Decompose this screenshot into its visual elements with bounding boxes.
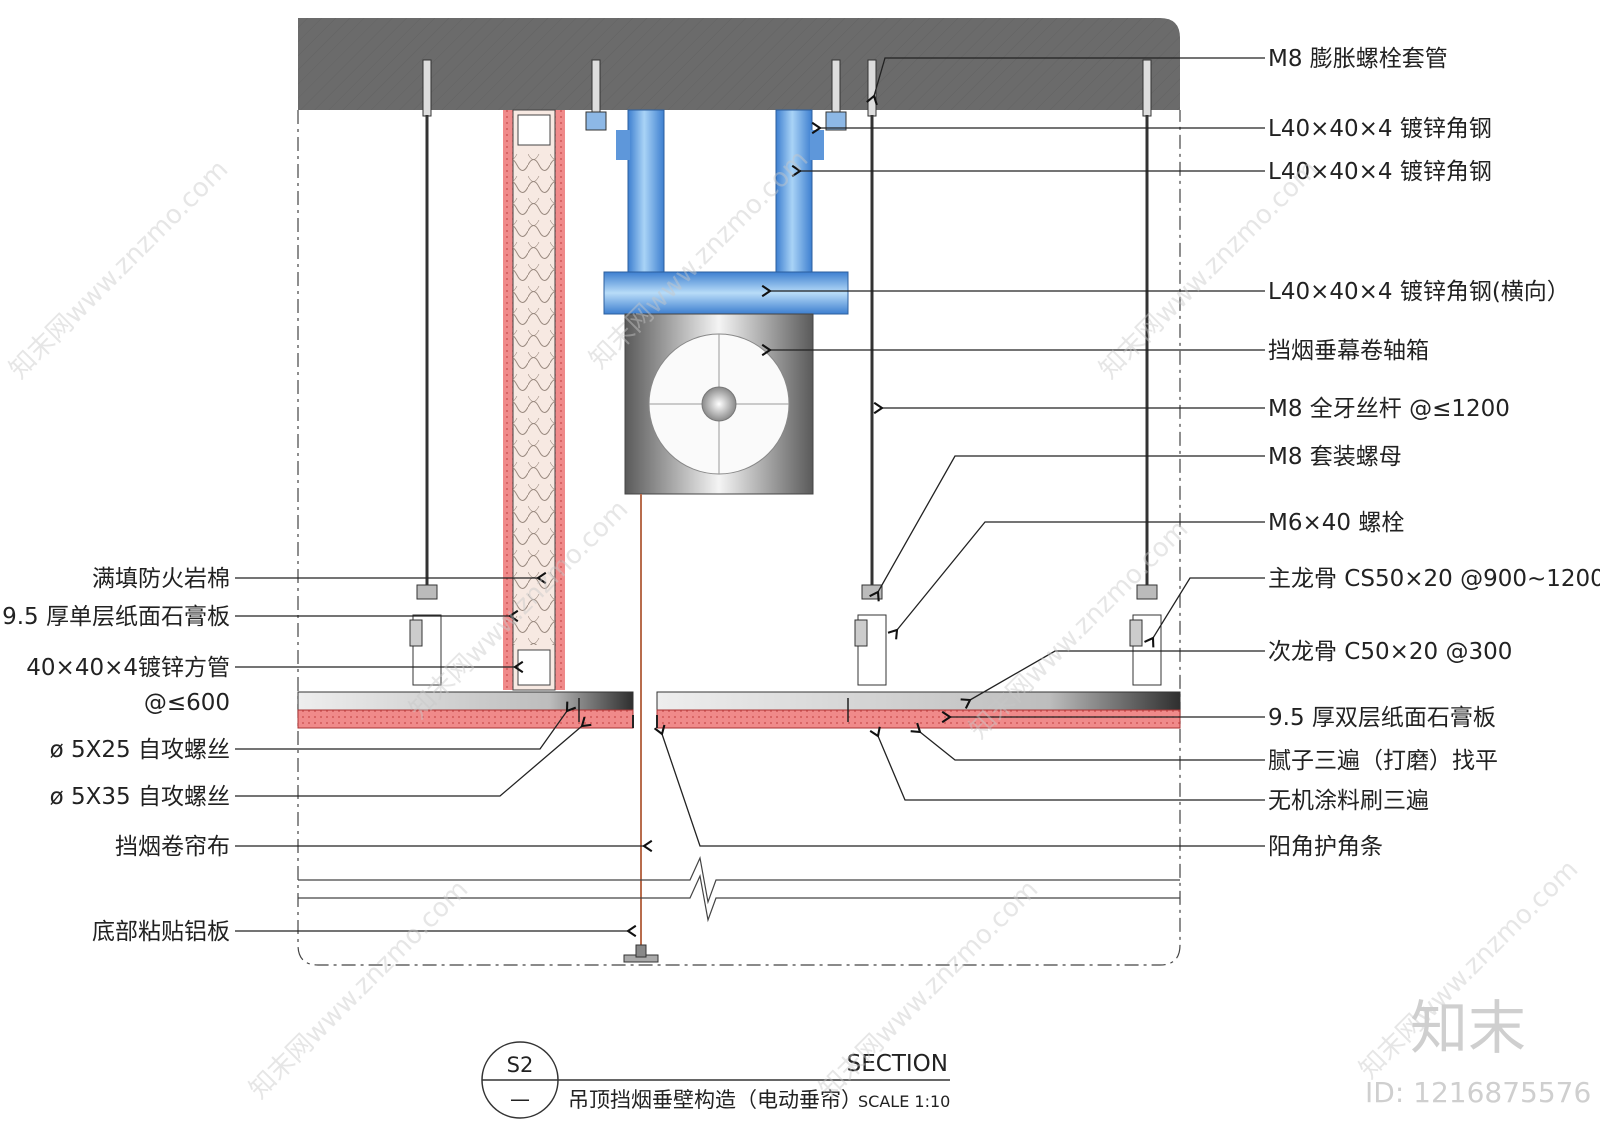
watermark-text: 知末网www.znzmo.com: [244, 874, 475, 1105]
label-square-tube: 40×40×4镀锌方管: [26, 655, 230, 681]
drawing-scale: SCALE 1:10: [858, 1092, 950, 1111]
label-steel-angle-2: L40×40×4 镀锌角钢: [1268, 159, 1492, 185]
steel-angles: [603, 109, 849, 315]
label-steel-angle-horizontal: L40×40×4 镀锌角钢(横向）: [1268, 279, 1570, 305]
leaders-right: [653, 57, 1265, 847]
bottom-plate: [623, 944, 659, 963]
label-corner-guard: 阳角护角条: [1268, 834, 1383, 860]
label-aluminum-plate: 底部粘贴铝板: [92, 919, 230, 945]
section-tag: S2: [507, 1053, 534, 1077]
label-rock-wool: 满填防火岩棉: [92, 566, 230, 592]
label-roller-box: 挡烟垂幕卷轴箱: [1268, 338, 1429, 364]
watermark-logo: 知末: [1410, 994, 1526, 1062]
break-line: [298, 856, 1180, 923]
title-block: S2 — SECTION 吊顶挡烟垂壁构造（电动垂帘） SCALE 1:10: [481, 1041, 950, 1119]
label-square-tube-spacing: @≤600: [144, 690, 230, 716]
label-putty: 腻子三遍（打磨）找平: [1268, 748, 1498, 774]
label-curtain-fabric: 挡烟卷帘布: [115, 834, 230, 860]
section-sub: —: [510, 1087, 530, 1111]
label-nut: M8 套装螺母: [1268, 444, 1402, 470]
label-screw-25: ø 5X25 自攻螺丝: [50, 737, 230, 763]
label-double-gypsum: 9.5 厚双层纸面石膏板: [1268, 705, 1496, 731]
leaders-left: [235, 571, 653, 938]
label-steel-angle-1: L40×40×4 镀锌角钢: [1268, 116, 1492, 142]
roller-box: [624, 313, 814, 495]
drawing-boundary: [297, 110, 1181, 966]
label-coating: 无机涂料刷三遍: [1268, 788, 1429, 814]
watermark-text: 知末网www.znzmo.com: [4, 154, 235, 385]
watermark-id: ID: 1216875576: [1365, 1076, 1591, 1109]
label-bolt: M6×40 螺栓: [1268, 510, 1404, 536]
label-screw-35: ø 5X35 自攻螺丝: [50, 784, 230, 810]
partition-wall: [503, 109, 565, 691]
section-heading: SECTION: [847, 1051, 948, 1077]
label-expansion-bolt: M8 膨胀螺栓套管: [1268, 46, 1448, 72]
label-main-keel: 主龙骨 CS50×20 @900~1200: [1268, 566, 1600, 592]
ceiling-boards: [297, 691, 1181, 729]
label-secondary-keel: 次龙骨 C50×20 @300: [1268, 639, 1512, 665]
label-single-gypsum: 9.5 厚单层纸面石膏板: [2, 604, 230, 630]
label-threaded-rod: M8 全牙丝杆 @≤1200: [1268, 396, 1510, 422]
drawing-name: 吊顶挡烟垂壁构造（电动垂帘）: [568, 1088, 862, 1112]
concrete-slab: [298, 18, 1180, 110]
